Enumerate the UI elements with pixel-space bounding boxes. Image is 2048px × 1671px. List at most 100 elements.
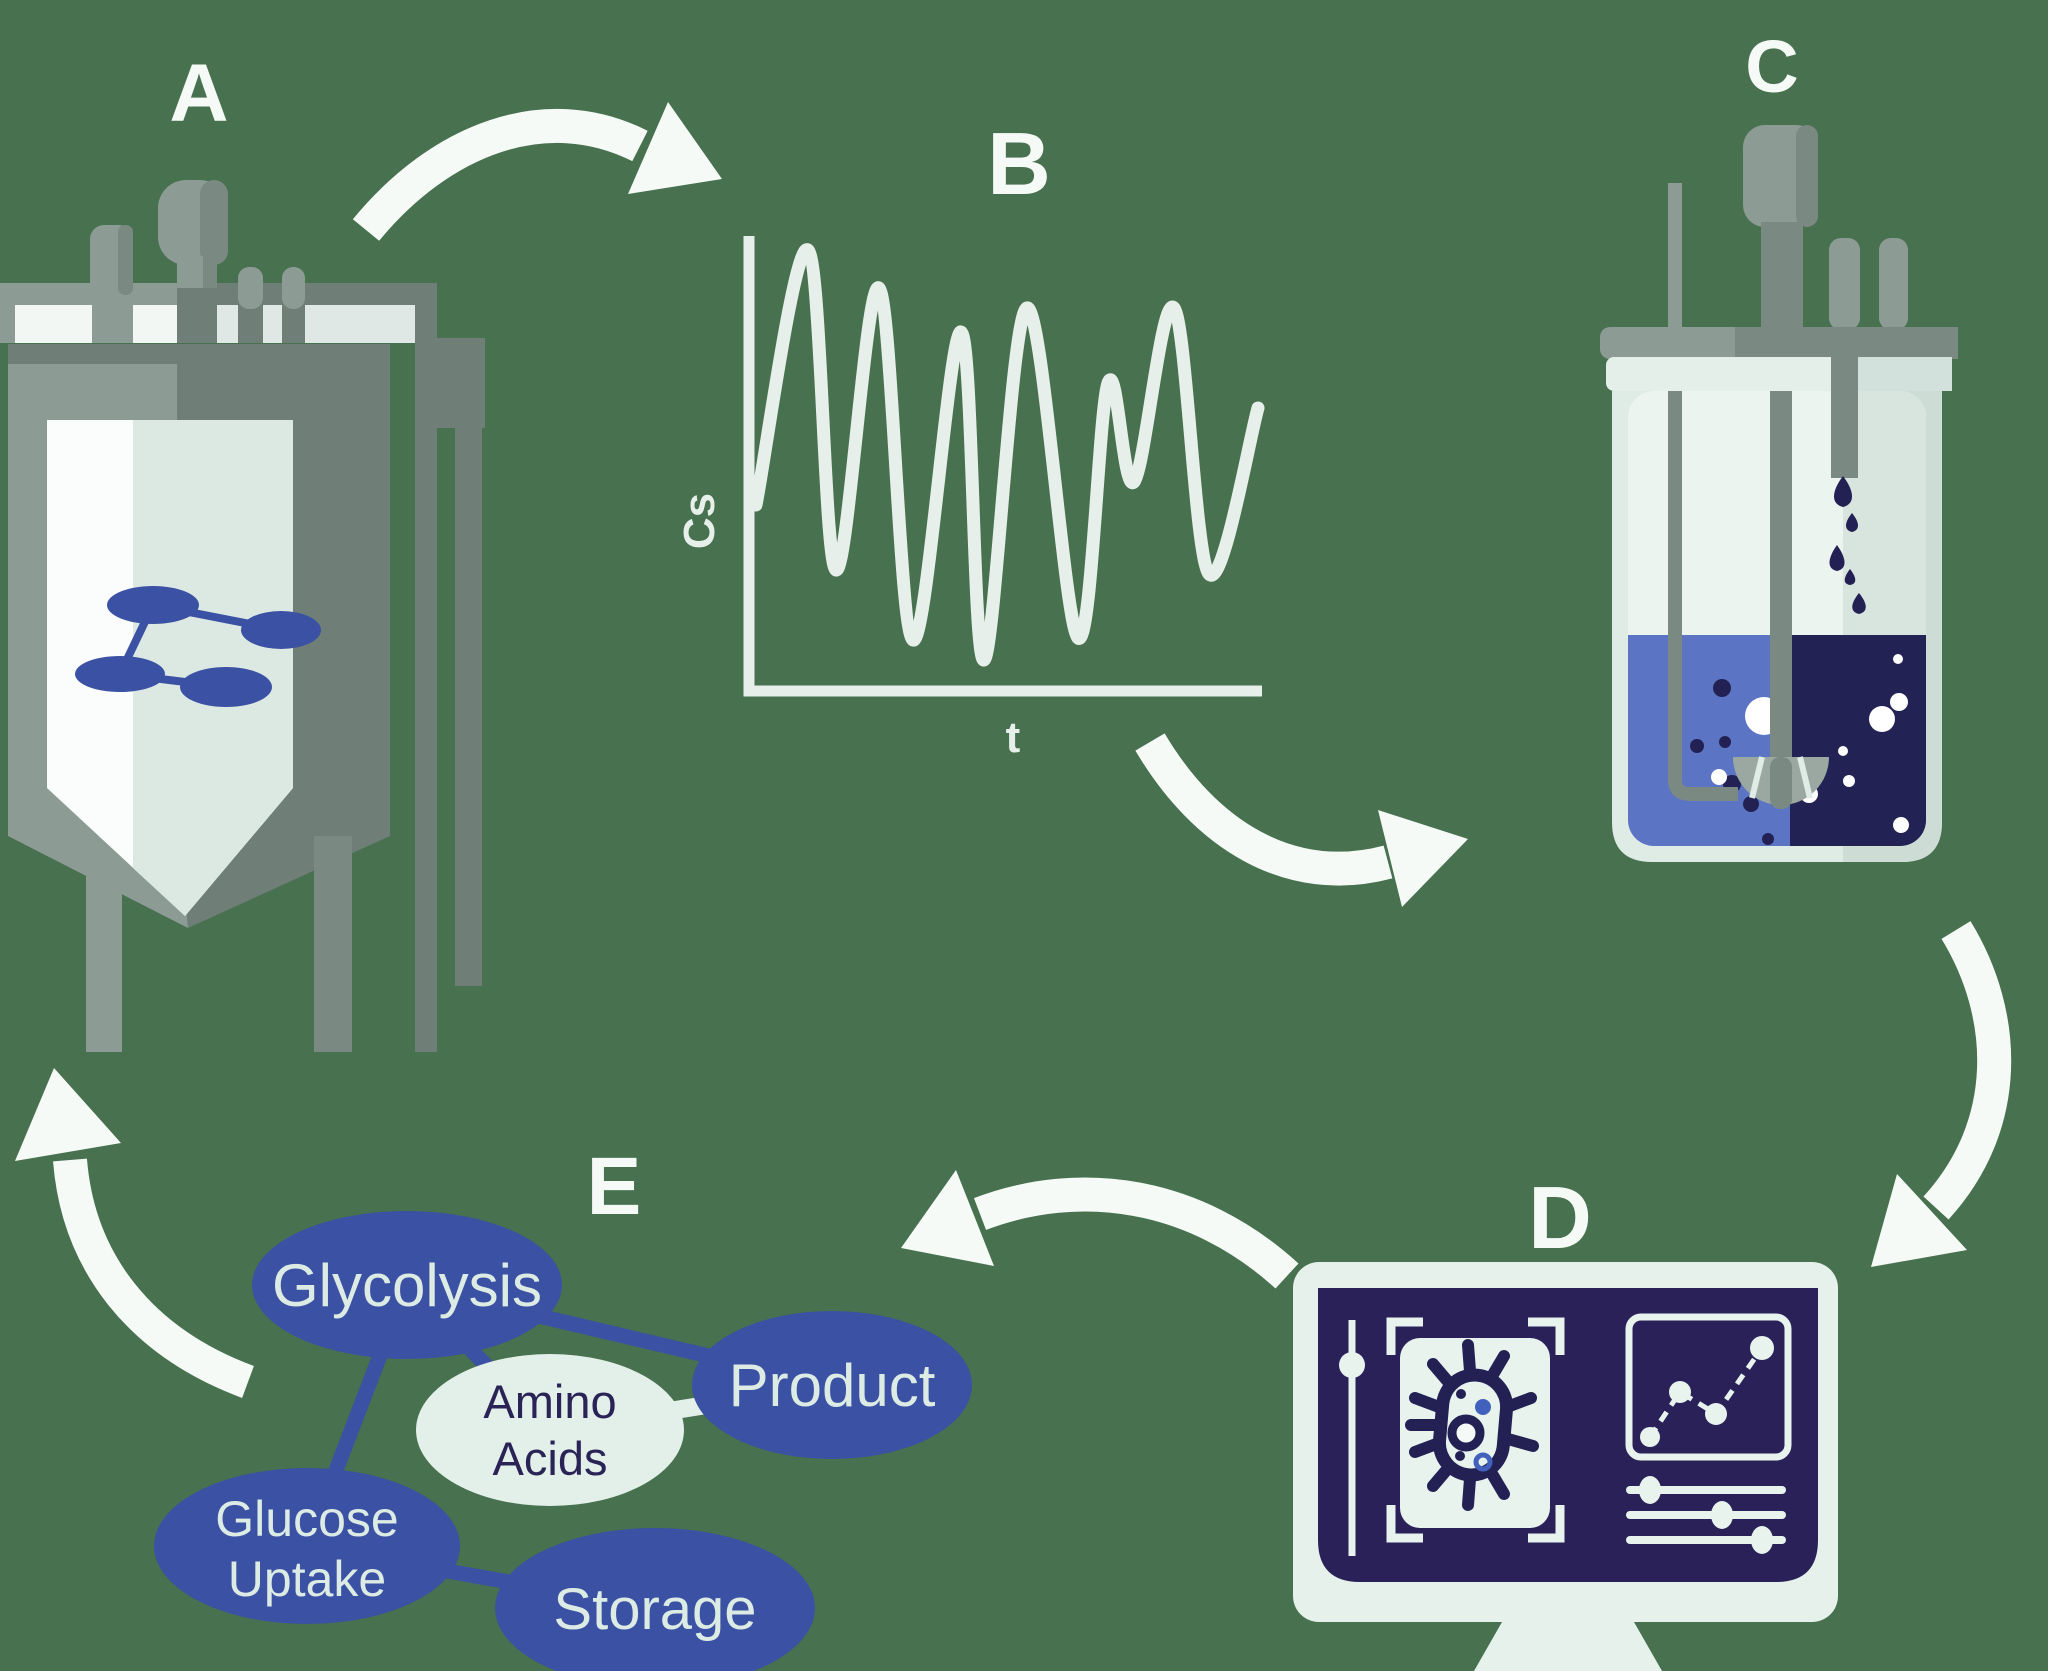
svg-text:Storage: Storage — [553, 1577, 756, 1642]
arrow-e-to-a-icon — [15, 1068, 255, 1398]
microbe-icon — [1405, 1339, 1539, 1511]
rail-panel — [15, 305, 92, 343]
microbe-vacuole — [1447, 1414, 1485, 1452]
y-axis-label: Cs — [675, 493, 724, 549]
arrow-d-to-e-icon — [901, 1170, 1299, 1289]
microbe-spikes — [1405, 1339, 1539, 1511]
vertical-slider-knob — [1339, 1352, 1365, 1378]
head-port — [1879, 238, 1908, 330]
tank-frame-post — [415, 283, 437, 1052]
bubble — [1690, 739, 1704, 753]
bubble — [1762, 833, 1774, 845]
molecule-node — [107, 586, 199, 624]
node-product: Product — [692, 1311, 972, 1459]
tank-cap-stem-shade — [203, 256, 217, 288]
slider-knob — [1639, 1476, 1661, 1504]
probe-rod — [1668, 183, 1682, 331]
production-bioreactor-a: A — [0, 48, 485, 1052]
arrow-b-to-c-icon — [1135, 733, 1468, 907]
trend-point — [1750, 1336, 1774, 1360]
molecule-node — [241, 611, 321, 649]
stage-label-a: A — [169, 48, 228, 139]
microbe-dot-blue — [1475, 1399, 1491, 1415]
bench-bioreactor-c: C — [1600, 25, 1958, 862]
drop-icon — [1852, 593, 1866, 614]
x-axis-label: t — [1006, 713, 1021, 762]
rail-panel — [393, 305, 415, 343]
stage-label-b: B — [987, 114, 1051, 213]
arrow-a-to-b-icon — [352, 102, 722, 241]
molecule-node — [75, 656, 165, 692]
bubble — [1713, 679, 1731, 697]
node-glucose-uptake: Glucose Uptake — [154, 1468, 460, 1624]
culture-liquid-dark — [1790, 635, 1926, 846]
tank-pipe-shade — [118, 225, 133, 295]
bubble — [1711, 769, 1727, 785]
svg-text:Acids: Acids — [493, 1432, 608, 1485]
viewfinder-icon — [1386, 1317, 1565, 1543]
molecule-network-icon — [75, 586, 321, 707]
drop-icon — [1846, 513, 1858, 532]
stage-label-d: D — [1528, 1168, 1592, 1267]
trend-panel — [1625, 1313, 1792, 1461]
rail-panel — [305, 305, 393, 343]
stirrer-shaft — [1770, 391, 1792, 764]
rail-panel — [263, 305, 282, 343]
tank-shoulder-band — [8, 344, 390, 364]
stirrer-shaft-tip — [1770, 757, 1792, 809]
impeller-slit — [1797, 756, 1813, 799]
drop-icon — [1834, 476, 1852, 507]
drop-icon — [1829, 545, 1845, 571]
bubble — [1893, 817, 1909, 833]
bubble — [1869, 706, 1895, 732]
stirrer-motor-shade — [1796, 125, 1818, 227]
slider-knob — [1751, 1526, 1773, 1554]
bubble — [1743, 796, 1759, 812]
bubble — [1843, 775, 1855, 787]
monitor-stand — [1474, 1622, 1662, 1671]
stirrer-shaft-upper — [1761, 222, 1803, 330]
stage-label-e: E — [587, 1141, 642, 1232]
slider-knob — [1711, 1501, 1733, 1529]
cycle-arrows — [15, 102, 2012, 1398]
stage-label-c: C — [1745, 25, 1798, 108]
parameter-sliders — [1626, 1476, 1786, 1554]
svg-text:Uptake: Uptake — [228, 1551, 386, 1607]
node-glycolysis: Glycolysis — [252, 1211, 562, 1359]
trend-point — [1669, 1381, 1691, 1403]
svg-text:Glycolysis: Glycolysis — [272, 1252, 542, 1319]
node-storage: Storage — [495, 1528, 815, 1671]
tank-port — [282, 267, 305, 309]
drop-icon — [1844, 569, 1856, 585]
microbe-dot — [1455, 1451, 1465, 1461]
svg-text:Glucose: Glucose — [215, 1491, 398, 1547]
svg-text:Amino: Amino — [483, 1375, 616, 1428]
tank-leg — [314, 836, 352, 1052]
bubble — [1890, 693, 1908, 711]
svg-text:Product: Product — [729, 1352, 936, 1419]
tank-leg — [86, 836, 122, 1052]
tank-cap-shade — [200, 180, 228, 265]
feed-drops — [1829, 476, 1866, 614]
feed-tube — [1831, 357, 1858, 478]
chart-axes — [743, 236, 1262, 697]
microbe-ring-blue — [1473, 1452, 1493, 1472]
molecule-node — [180, 667, 272, 707]
substrate-chart-b: B Cs t — [675, 114, 1265, 762]
vessel-lid-shade — [1735, 327, 1958, 359]
lid-flange-shade — [1843, 357, 1952, 391]
trend-point — [1705, 1403, 1727, 1425]
trend-panel-frame — [1625, 1313, 1792, 1461]
bubble — [1719, 736, 1731, 748]
trend-line-icon — [1647, 1346, 1765, 1439]
tank-port — [238, 267, 263, 309]
tank-frame-outer-post — [455, 338, 482, 986]
substrate-wave-line — [749, 243, 1265, 667]
trend-point — [1640, 1427, 1660, 1447]
bubble — [1838, 746, 1848, 756]
metabolic-network-e: E Glycolysis Product Amino Acids Glucose… — [154, 1141, 972, 1671]
rail-panel — [133, 305, 177, 343]
bubble — [1893, 654, 1903, 664]
